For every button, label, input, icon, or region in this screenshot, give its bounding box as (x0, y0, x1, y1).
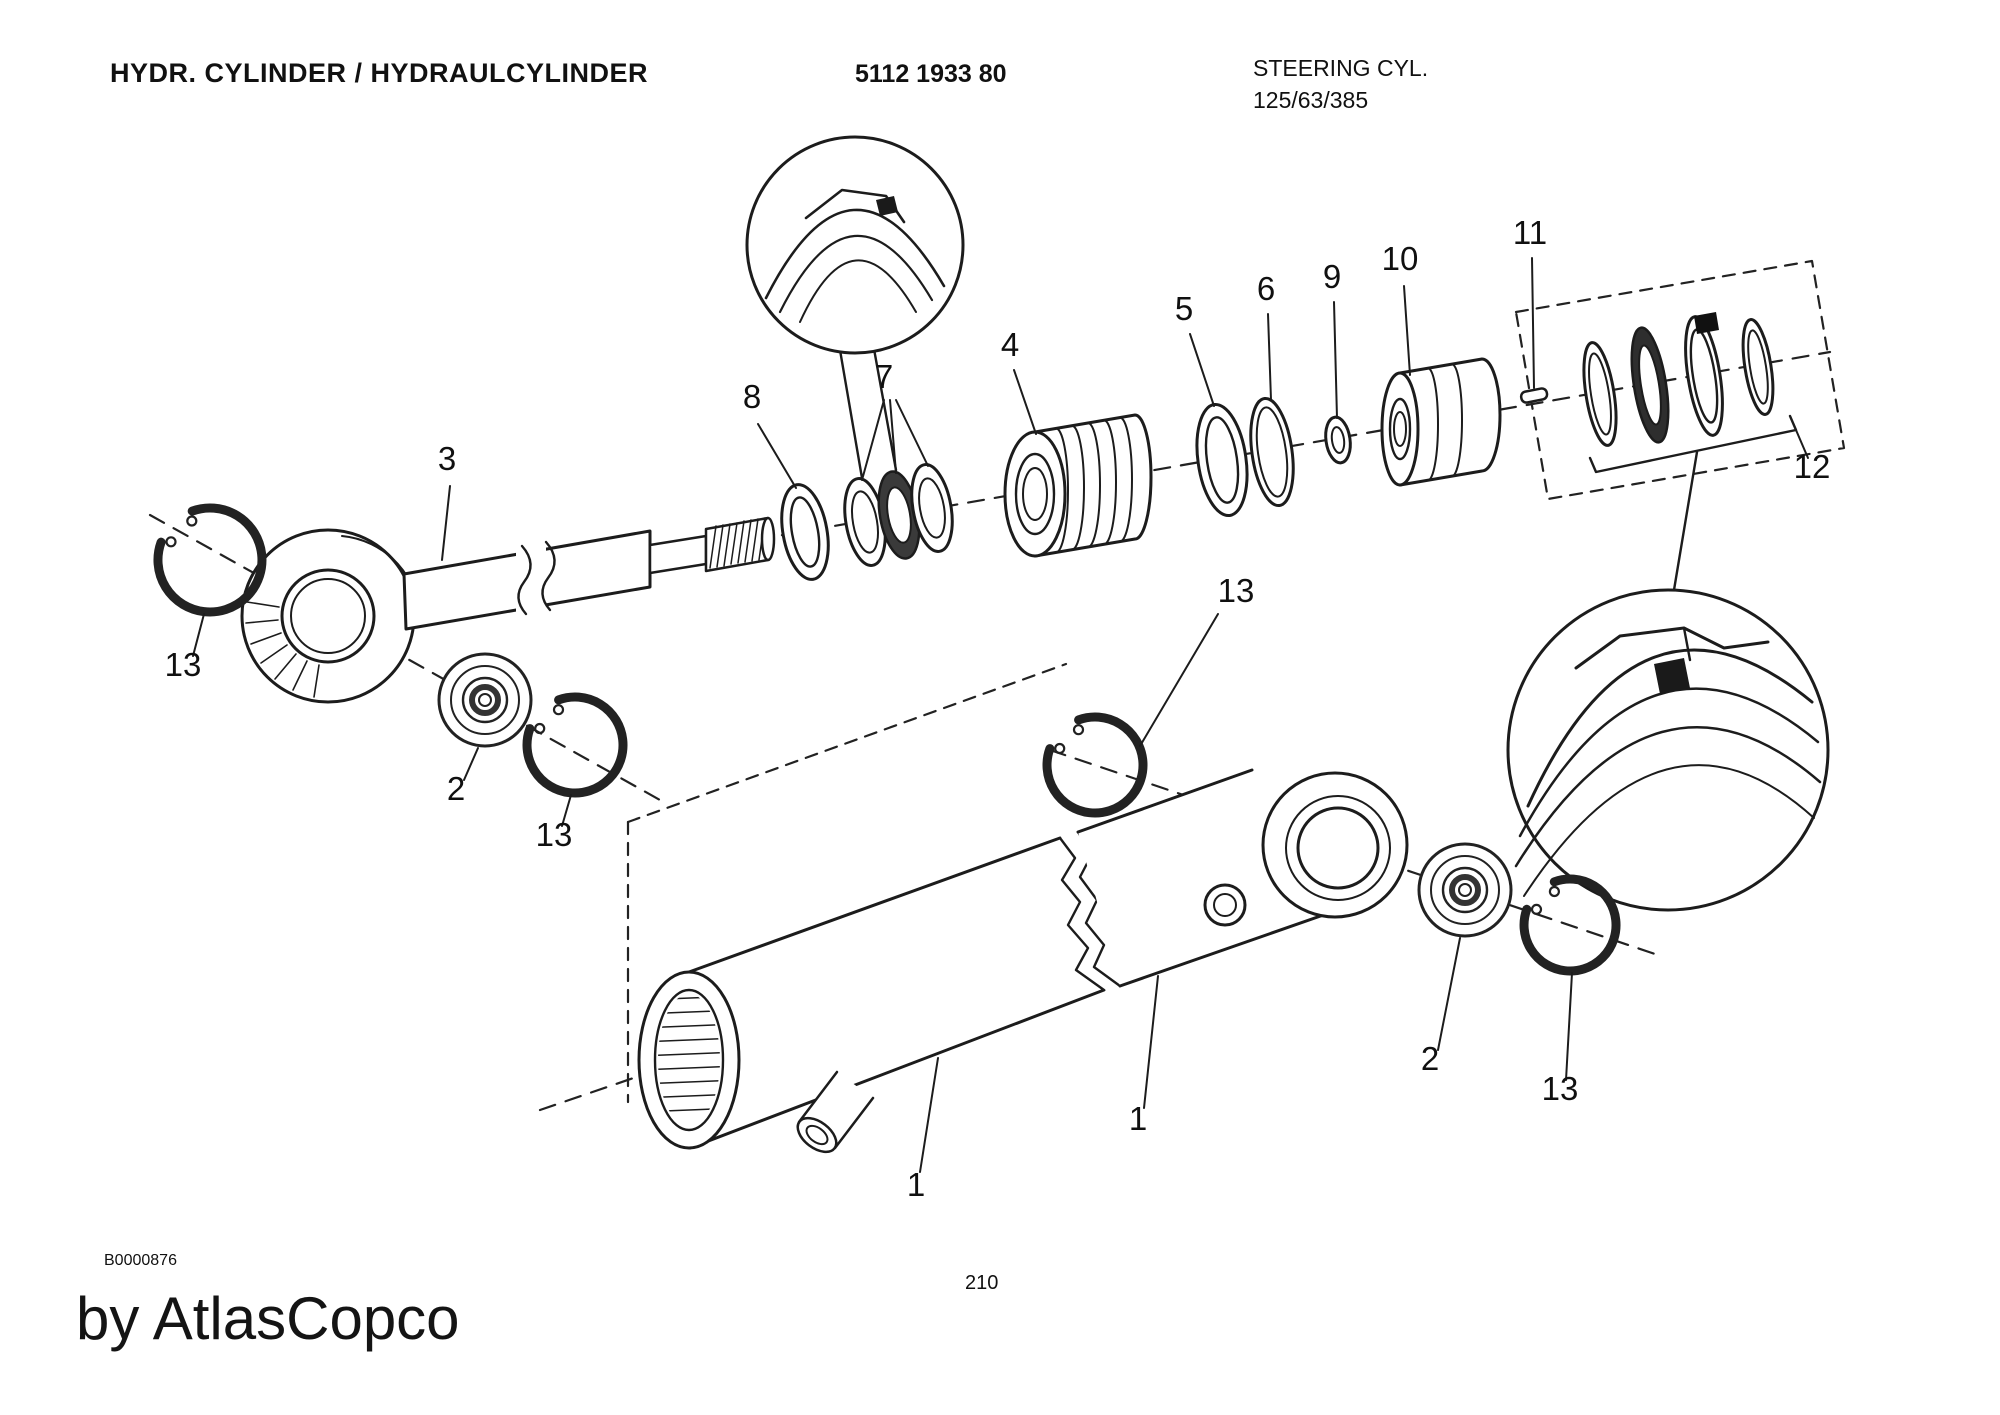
bore-thread-hatching (658, 995, 720, 1113)
callout-2-right: 2 (1421, 1040, 1439, 1077)
magnifier-circle-right (1506, 588, 1830, 912)
cylinder-spec: 125/63/385 (1253, 87, 1369, 114)
rod-neck (648, 534, 708, 575)
callout-5: 5 (1175, 290, 1193, 327)
body-eye-bore (1296, 806, 1380, 890)
seal-set-part-7 (843, 463, 954, 567)
ring-part-5 (1195, 402, 1249, 518)
callout-1-right: 1 (1129, 1100, 1147, 1137)
piston-seal-set-part-12 (1582, 312, 1798, 474)
lock-pin-part-11 (1519, 387, 1549, 404)
gland-seal-parts (780, 396, 1352, 581)
figure-code: B0000876 (104, 1252, 177, 1269)
callout-1-left: 1 (907, 1166, 925, 1203)
callout-3: 3 (438, 440, 456, 477)
brand-watermark: by AtlasCopco (76, 1285, 460, 1352)
page-title: HYDR. CYLINDER / HYDRAULCYLINDER (110, 58, 649, 88)
piston-seal-detail (1654, 658, 1690, 694)
callout-6: 6 (1257, 270, 1275, 307)
circlip-left-lower (522, 692, 628, 798)
gland-part-4 (1003, 413, 1153, 558)
washer-part-8 (780, 483, 830, 581)
weld-seam (1058, 836, 1106, 992)
cylinder-type: STEERING CYL. (1253, 55, 1429, 81)
callout-12: 12 (1794, 448, 1831, 485)
oring-part-9 (1324, 415, 1352, 465)
piston-parts (1380, 312, 1798, 487)
callout-13-top-middle: 13 (1218, 572, 1255, 609)
callout-8: 8 (743, 378, 761, 415)
document-number: 5112 1933 80 (855, 60, 1007, 88)
piston-part-10 (1380, 357, 1502, 487)
port-hole (1203, 883, 1247, 927)
seal-detail-inset-top (745, 135, 965, 480)
callout-13-right: 13 (1542, 1070, 1579, 1107)
bearings-and-circlips (153, 503, 1621, 976)
group-bracket (1588, 414, 1798, 474)
centerlines (148, 259, 1846, 1112)
cylinder-info: STEERING CYL. 125/63/385 (1253, 52, 1428, 116)
magnifier-circle-top (745, 135, 965, 355)
callout-labels: 3 8 7 4 5 6 9 10 11 12 13 2 13 13 1 1 2 … (165, 214, 1831, 1203)
circlip-right (1519, 874, 1621, 976)
bearing-left (437, 652, 533, 748)
page-number: 210 (965, 1272, 999, 1294)
callout-2-left: 2 (447, 770, 465, 807)
callout-9: 9 (1323, 258, 1341, 295)
eye-hatching (245, 601, 320, 698)
piston-rod (240, 516, 776, 704)
seal-detail-inset-right (1506, 450, 1830, 912)
cylinder-body (637, 768, 1409, 1154)
leader-lines (192, 257, 1809, 1173)
callout-13-left: 13 (165, 646, 202, 683)
callout-11: 11 (1513, 214, 1547, 251)
ring-part-6 (1249, 396, 1295, 508)
circlip-left (153, 503, 267, 617)
callout-4: 4 (1001, 326, 1019, 363)
bearing-right (1417, 842, 1513, 938)
backup-ring-detail (876, 196, 898, 216)
callout-10: 10 (1382, 240, 1419, 277)
side-port (796, 1070, 875, 1154)
callout-7: 7 (875, 358, 893, 395)
circlip-top-middle (1042, 712, 1148, 818)
callout-13-left-lower: 13 (536, 816, 573, 853)
